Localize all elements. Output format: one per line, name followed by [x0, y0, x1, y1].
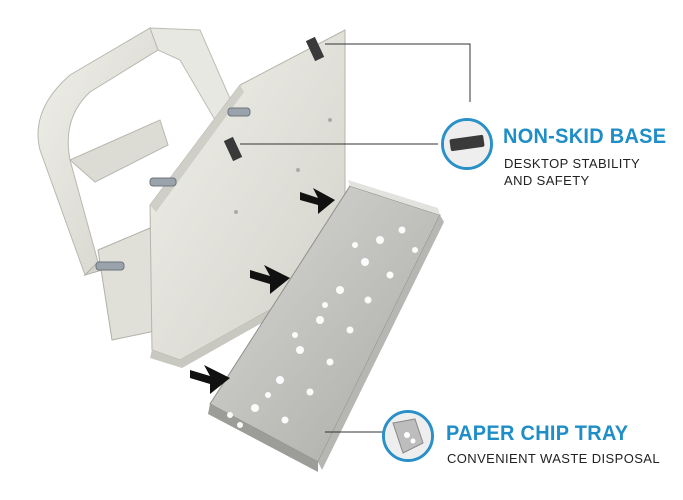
punch-handle [37, 27, 236, 341]
callout-subtitle-non-skid: DESKTOP STABILITY AND SAFETY [504, 155, 640, 189]
arrow-icon [300, 188, 335, 214]
arrow-icon [250, 265, 290, 294]
callout-title-tray: PAPER CHIP TRAY [446, 422, 629, 445]
callout-subtitle-line: AND SAFETY [504, 173, 590, 188]
leader-line-non-skid [325, 43, 471, 102]
screw-hardware [95, 107, 251, 271]
callout-subtitle-line: DESKTOP STABILITY [504, 156, 641, 171]
callout-subtitle-tray: CONVENIENT WASTE DISPOSAL [447, 450, 660, 467]
paper-chip-tray [208, 180, 444, 472]
arrow-icon [190, 365, 230, 394]
callout-title-non-skid: NON-SKID BASE [503, 125, 667, 148]
direction-arrows [190, 188, 335, 394]
callout-subtitle-line: CONVENIENT WASTE DISPOSAL [447, 451, 660, 466]
chip-tray-corner-icon [382, 410, 434, 462]
non-skid-pad-icon [441, 118, 493, 170]
